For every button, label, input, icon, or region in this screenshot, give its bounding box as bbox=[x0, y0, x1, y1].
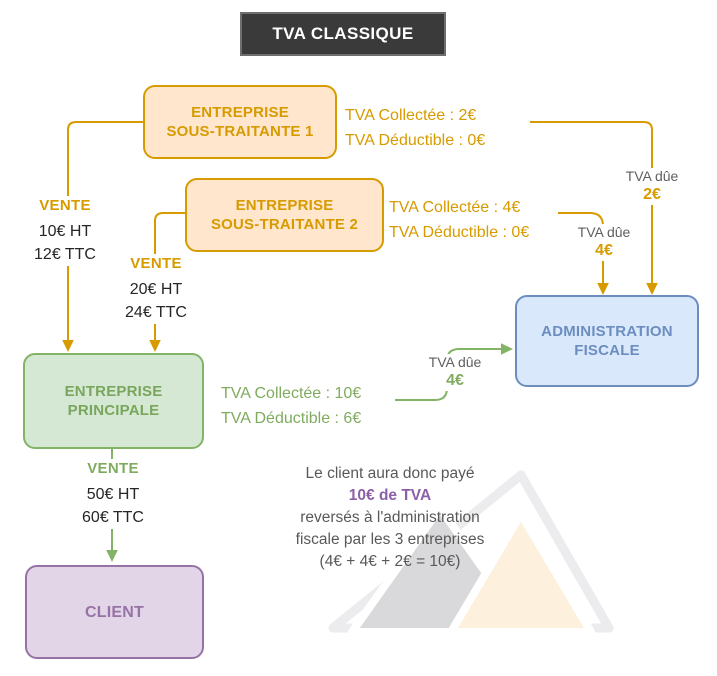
sale-ttc: 12€ TTC bbox=[34, 246, 96, 263]
orange-arrowheads bbox=[62, 283, 658, 352]
sale-ht: 10€ HT bbox=[38, 223, 92, 240]
vat-principal-label: TVA Collectée : 10€ TVA Déductible : 6€ bbox=[221, 381, 361, 431]
vat-collected: TVA Collectée : 10€ bbox=[221, 385, 362, 402]
due-title: TVA dûe bbox=[428, 354, 482, 370]
summary-line: reversés à l'administration bbox=[300, 509, 480, 526]
arrowhead bbox=[62, 340, 74, 352]
node-label: ENTREPRISE bbox=[235, 197, 334, 214]
due-amount: 2€ bbox=[643, 186, 661, 203]
summary-line: (4€ + 4€ + 2€ = 10€) bbox=[319, 553, 461, 570]
arrowhead bbox=[149, 340, 161, 352]
arrowhead bbox=[597, 283, 609, 295]
vat-collected: TVA Collectée : 2€ bbox=[345, 107, 477, 124]
sale-ht: 50€ HT bbox=[86, 486, 140, 503]
node-label: SOUS-TRAITANTE 2 bbox=[210, 216, 359, 233]
vat-deductible: TVA Déductible : 0€ bbox=[345, 132, 486, 149]
flow-sub1-vat-due bbox=[530, 121, 653, 283]
summary-text: Le client aura donc payé 10€ de TVA reve… bbox=[268, 463, 512, 573]
vat-deductible: TVA Déductible : 0€ bbox=[389, 224, 530, 241]
arrowhead bbox=[646, 283, 658, 295]
summary-line: fiscale par les 3 entreprises bbox=[295, 531, 485, 548]
node-subcontractor-1: ENTREPRISE SOUS-TRAITANTE 1 bbox=[143, 85, 337, 159]
sale-1-label: VENTE 10€ HT 12€ TTC bbox=[31, 196, 99, 266]
node-label: PRINCIPALE bbox=[67, 402, 160, 419]
flow-sub1-to-principal bbox=[67, 121, 143, 340]
due-amount: 4€ bbox=[446, 372, 464, 389]
arrowhead bbox=[106, 550, 118, 562]
node-principal-company: ENTREPRISE PRINCIPALE bbox=[23, 353, 204, 449]
due-title: TVA dûe bbox=[625, 168, 679, 184]
node-label: FISCALE bbox=[574, 342, 640, 359]
due-principal-label: TVA dûe 4€ bbox=[425, 354, 485, 391]
sale-ttc: 60€ TTC bbox=[82, 509, 144, 526]
node-tax-administration: ADMINISTRATION FISCALE bbox=[515, 295, 699, 387]
sale-title: VENTE bbox=[39, 197, 91, 214]
summary-line: Le client aura donc payé bbox=[305, 465, 475, 482]
due-amount: 4€ bbox=[595, 242, 613, 259]
green-arrowheads bbox=[106, 343, 513, 562]
vat-deductible: TVA Déductible : 6€ bbox=[221, 410, 362, 427]
sale-2-label: VENTE 20€ HT 24€ TTC bbox=[122, 254, 190, 324]
node-label: ENTREPRISE bbox=[64, 383, 163, 400]
due-title: TVA dûe bbox=[577, 224, 631, 240]
sale-3-label: VENTE 50€ HT 60€ TTC bbox=[79, 459, 147, 529]
node-label: CLIENT bbox=[85, 603, 144, 621]
watermark-mountains-logo bbox=[328, 470, 614, 636]
node-label: SOUS-TRAITANTE 1 bbox=[166, 123, 314, 140]
flow-sub2-to-principal bbox=[154, 212, 185, 340]
node-subcontractor-2: ENTREPRISE SOUS-TRAITANTE 2 bbox=[185, 178, 384, 252]
summary-highlight: 10€ de TVA bbox=[348, 487, 432, 504]
node-client: CLIENT bbox=[25, 565, 204, 659]
vat-sub1-label: TVA Collectée : 2€ TVA Déductible : 0€ bbox=[345, 103, 485, 153]
node-label: ADMINISTRATION bbox=[541, 323, 673, 340]
sale-ht: 20€ HT bbox=[129, 281, 183, 298]
sale-title: VENTE bbox=[130, 255, 182, 272]
sale-ttc: 24€ TTC bbox=[125, 304, 187, 321]
sale-title: VENTE bbox=[87, 460, 139, 477]
node-label: ENTREPRISE bbox=[191, 104, 289, 121]
due-sub2-label: TVA dûe 4€ bbox=[574, 224, 634, 261]
vat-collected: TVA Collectée : 4€ bbox=[389, 199, 521, 216]
arrowhead bbox=[501, 343, 513, 355]
diagram-title: TVA CLASSIQUE bbox=[240, 12, 446, 56]
vat-sub2-label: TVA Collectée : 4€ TVA Déductible : 0€ bbox=[389, 195, 529, 245]
due-sub1-label: TVA dûe 2€ bbox=[622, 168, 682, 205]
